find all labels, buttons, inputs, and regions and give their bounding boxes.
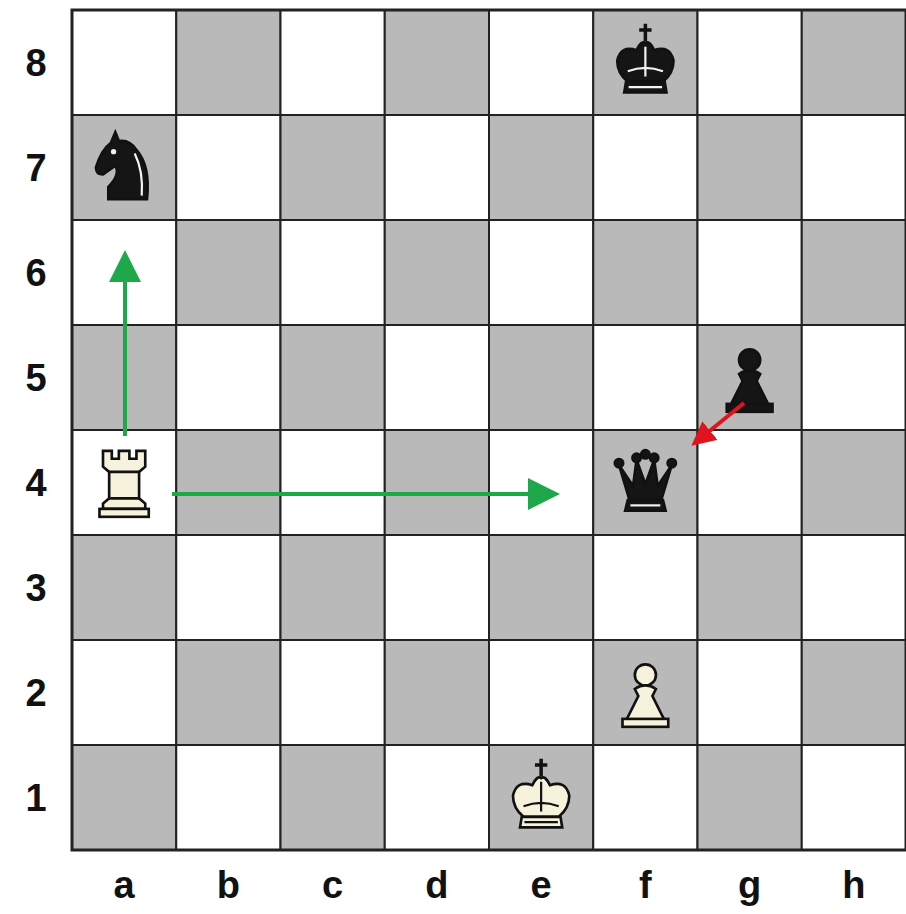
board-square	[489, 115, 593, 220]
file-letter: c	[322, 866, 343, 904]
board-square	[72, 430, 176, 535]
board-square	[593, 745, 697, 850]
board-square	[593, 640, 697, 745]
board-square	[698, 115, 802, 220]
board-square	[489, 10, 593, 115]
board-square	[489, 430, 593, 535]
board-square	[281, 745, 385, 850]
file-letter: d	[425, 866, 448, 904]
board-square	[698, 640, 802, 745]
board-square	[385, 640, 489, 745]
board-square	[802, 535, 906, 640]
black-king	[617, 24, 673, 93]
board-square	[698, 745, 802, 850]
white-king	[513, 759, 569, 828]
board-square	[281, 325, 385, 430]
board-square	[385, 220, 489, 325]
board-square	[385, 325, 489, 430]
board-square	[281, 220, 385, 325]
board-square	[802, 430, 906, 535]
white-pawn	[622, 664, 668, 726]
board-square	[72, 115, 176, 220]
board-square	[593, 115, 697, 220]
board-square	[281, 115, 385, 220]
board-square	[802, 325, 906, 430]
board-square	[698, 535, 802, 640]
board-square	[176, 10, 280, 115]
board-square	[593, 10, 697, 115]
move-arrow	[172, 492, 552, 496]
board-square	[176, 745, 280, 850]
board-square	[176, 115, 280, 220]
board-square	[176, 430, 280, 535]
board-square	[176, 535, 280, 640]
board-square	[489, 535, 593, 640]
board-square	[593, 325, 697, 430]
rank-number: 3	[25, 569, 46, 607]
board-square	[698, 430, 802, 535]
board-border	[72, 10, 906, 850]
file-letter: a	[114, 866, 135, 904]
board-square	[385, 115, 489, 220]
board-square	[176, 325, 280, 430]
black-pawn	[727, 349, 773, 411]
board-square	[385, 745, 489, 850]
file-letter: e	[531, 866, 552, 904]
file-letter: g	[738, 866, 761, 904]
board-square	[72, 640, 176, 745]
rank-number: 6	[25, 254, 46, 292]
board-square	[802, 10, 906, 115]
board-square	[489, 640, 593, 745]
capture-arrow	[696, 403, 744, 442]
move-arrow	[123, 258, 127, 436]
file-letter: h	[842, 866, 865, 904]
board-square	[385, 10, 489, 115]
rank-number: 1	[25, 779, 46, 817]
board-square	[281, 430, 385, 535]
board-square	[698, 220, 802, 325]
rank-number: 4	[25, 464, 46, 502]
board-square	[593, 220, 697, 325]
board-square	[593, 430, 697, 535]
rank-number: 2	[25, 674, 46, 712]
board-square	[281, 640, 385, 745]
board-square	[72, 745, 176, 850]
board-square	[698, 325, 802, 430]
board-square	[385, 430, 489, 535]
board-square	[281, 535, 385, 640]
board-square	[489, 745, 593, 850]
board-square	[385, 535, 489, 640]
board-square	[698, 10, 802, 115]
board-square	[593, 535, 697, 640]
board-square	[176, 640, 280, 745]
board-square	[72, 10, 176, 115]
rank-number: 7	[25, 149, 46, 187]
board-square	[489, 325, 593, 430]
board-square	[802, 115, 906, 220]
board-square	[489, 220, 593, 325]
rank-number: 5	[25, 359, 46, 397]
rank-number: 8	[25, 44, 46, 82]
file-letter: f	[639, 866, 652, 904]
board-square	[176, 220, 280, 325]
black-knight	[96, 132, 148, 199]
board-square	[72, 535, 176, 640]
board-square	[281, 10, 385, 115]
white-rook	[99, 451, 148, 517]
board-square	[802, 220, 906, 325]
board-square	[802, 640, 906, 745]
black-queen	[615, 450, 677, 511]
file-letter: b	[217, 866, 240, 904]
board-square	[802, 745, 906, 850]
